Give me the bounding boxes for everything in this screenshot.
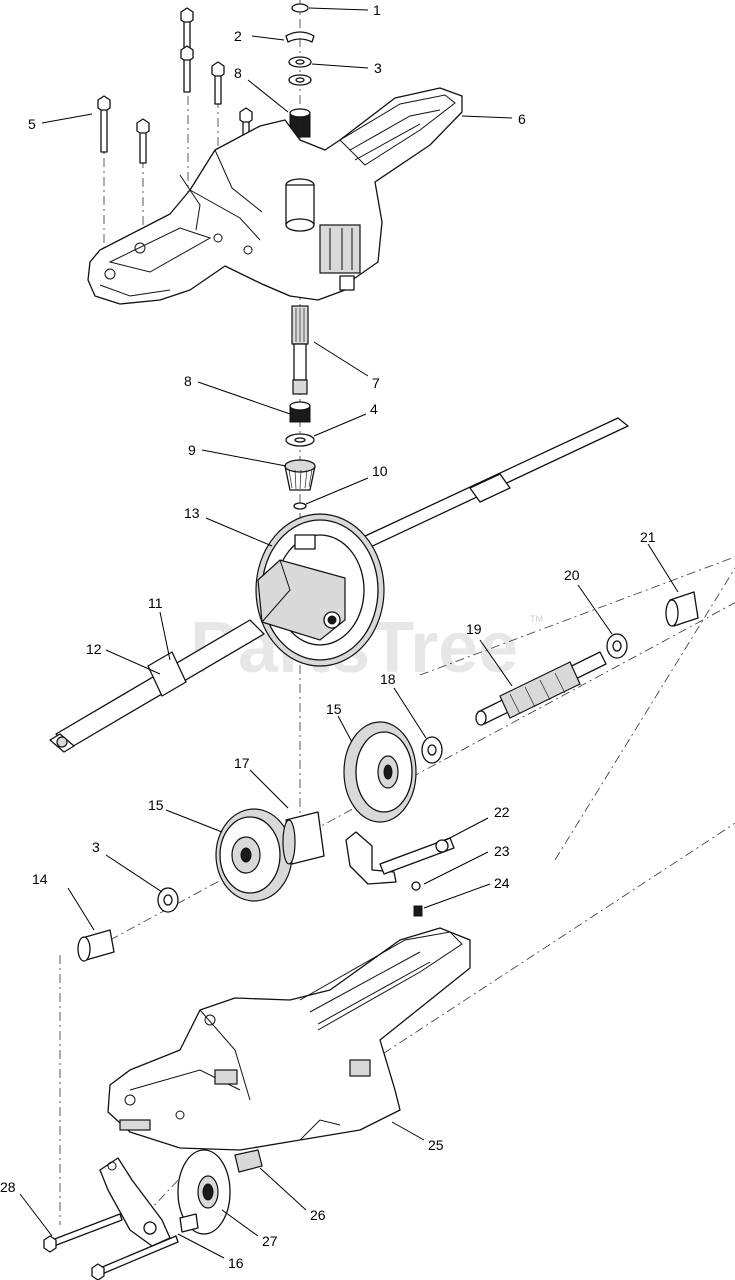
callout-numbers: 1 2 3 8 5 6 7 8 4 9 10 13 11 12 21 20 19… (0, 2, 656, 1271)
callout-26: 26 (310, 1207, 326, 1223)
callout-4: 4 (370, 401, 378, 417)
callout-22: 22 (494, 804, 510, 820)
callout-6: 6 (518, 111, 526, 127)
retaining-clip-part-1 (291, 3, 309, 13)
callout-21: 21 (640, 529, 656, 545)
countershaft-part-19 (475, 651, 607, 726)
washer-part-3-lower (157, 887, 179, 913)
callout-18: 18 (380, 671, 396, 687)
ball-part-23 (411, 881, 421, 891)
e-clip-part-2 (285, 31, 315, 43)
bolts-part-28 (43, 1213, 179, 1280)
callout-11: 11 (148, 595, 163, 611)
callout-2: 2 (234, 28, 242, 44)
washer-part-3-top (288, 56, 312, 86)
spur-gear-part-15-lower (215, 808, 293, 902)
callout-17: 17 (234, 755, 250, 771)
callout-13: 13 (184, 505, 200, 521)
washer-part-4 (285, 433, 315, 447)
watermark-trademark: TM (530, 614, 543, 624)
upper-housing-part-6 (87, 87, 463, 305)
callout-3-lower: 3 (92, 839, 100, 855)
callout-3-top: 3 (374, 60, 382, 76)
bevel-pinion-part-9 (284, 459, 316, 491)
sleeve-bearing-part-21 (665, 591, 699, 627)
ring-gear-part-13 (255, 513, 385, 667)
magnet-part-26 (234, 1149, 263, 1173)
callout-23: 23 (494, 843, 510, 859)
callout-12: 12 (86, 641, 102, 657)
callout-5: 5 (28, 116, 36, 132)
needle-bearing-part-8-lower (289, 401, 311, 423)
lower-housing-part-25 (107, 927, 471, 1151)
callout-25: 25 (428, 1137, 444, 1153)
callout-8-top: 8 (234, 65, 242, 81)
spring-part-24 (413, 905, 423, 917)
callout-10: 10 (372, 463, 388, 479)
callout-20: 20 (564, 567, 580, 583)
callout-7: 7 (372, 375, 380, 391)
callout-14: 14 (32, 871, 48, 887)
callout-16: 16 (228, 1255, 244, 1271)
washer-part-18 (421, 736, 443, 764)
callout-19: 19 (466, 621, 482, 637)
callout-27: 27 (262, 1233, 278, 1249)
callout-15-upper: 15 (326, 701, 342, 717)
shift-collar-part-17 (282, 811, 325, 865)
axle-shaft-assembly (49, 417, 629, 753)
pulley-part-27 (177, 1149, 231, 1235)
bevel-gear-part-15-upper (343, 721, 417, 823)
snap-ring-part-10 (293, 502, 307, 510)
callout-9: 9 (188, 442, 196, 458)
callout-28: 28 (0, 1179, 16, 1195)
shift-fork-part-22 (345, 831, 455, 885)
bushing-part-14 (77, 929, 115, 962)
input-shaft-part-7 (291, 305, 309, 395)
needle-bearing-part-8-top (289, 108, 311, 138)
callout-24: 24 (494, 875, 510, 891)
washer-part-20 (606, 633, 628, 659)
callout-1: 1 (373, 2, 381, 18)
callout-15-lower: 15 (148, 797, 164, 813)
callout-8-lower: 8 (184, 373, 192, 389)
leader-lines (19, 7, 679, 1259)
